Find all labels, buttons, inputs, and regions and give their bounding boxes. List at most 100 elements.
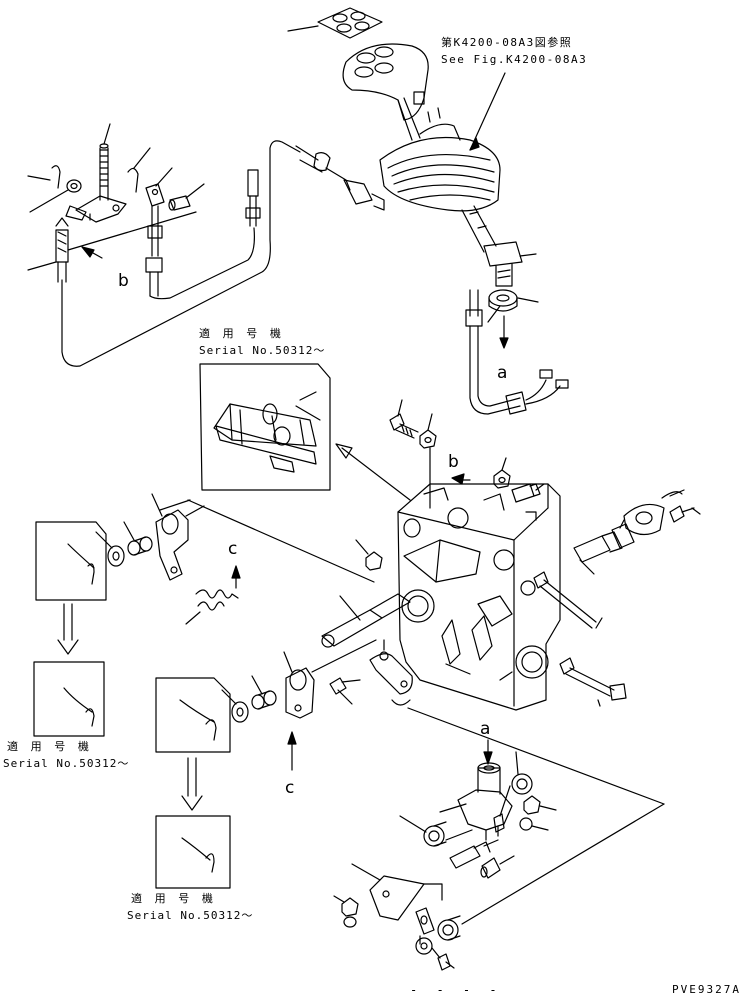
leader-line xyxy=(427,413,433,431)
yoke-rod-part xyxy=(145,183,165,297)
cable-part xyxy=(61,140,385,367)
washer-part xyxy=(519,817,533,831)
arrow-head xyxy=(231,565,241,579)
nut-part xyxy=(419,429,437,449)
leader-line xyxy=(399,815,427,833)
sensor-part xyxy=(623,489,685,536)
leader-line xyxy=(351,863,381,881)
bolt-part xyxy=(389,413,419,439)
arrow-line xyxy=(391,699,411,706)
figure-reference-jp: 第K4200-08A3図参照 xyxy=(441,36,573,49)
washer-part xyxy=(107,545,125,567)
serial-label-jp: 適 用 号 機 xyxy=(131,892,216,905)
leader-line xyxy=(431,947,441,959)
leader-line xyxy=(397,399,403,417)
bushing-part xyxy=(423,821,447,847)
nut-part xyxy=(341,897,359,928)
arrow-line xyxy=(341,447,411,501)
leader-line xyxy=(517,297,539,303)
arrow-head xyxy=(499,337,509,349)
leader-line xyxy=(355,539,369,555)
leader-line xyxy=(499,855,515,865)
lever-arm-part xyxy=(285,667,315,719)
cam-part xyxy=(369,639,413,695)
leader-line xyxy=(251,675,263,695)
arrow-head xyxy=(335,443,353,459)
leader-line xyxy=(407,707,665,805)
step-arrow xyxy=(57,603,79,655)
harness-part xyxy=(465,289,569,415)
washer-part xyxy=(66,179,82,193)
leader-line xyxy=(311,639,377,673)
leader-line xyxy=(185,183,205,199)
leader-line xyxy=(333,895,345,903)
serial-label-jp: 適 用 号 機 xyxy=(199,327,284,340)
link-bracket-part xyxy=(369,875,443,921)
leader-line xyxy=(579,559,595,575)
bottom-dash-mark: - - - - xyxy=(410,983,503,997)
bolt-part xyxy=(511,483,541,503)
callout-b: b xyxy=(118,271,129,291)
bolt-part xyxy=(449,841,491,869)
serial-label-en: Serial No.50312～ xyxy=(199,344,326,357)
leader-line xyxy=(515,751,519,775)
leader-line xyxy=(483,839,499,847)
serial-label-en: Serial No.50312～ xyxy=(127,909,254,922)
arrow-head xyxy=(451,473,465,485)
rod-end-part xyxy=(245,169,261,227)
bolt-part xyxy=(437,953,455,971)
nut-part xyxy=(488,289,518,312)
leader-line xyxy=(27,261,57,271)
washer-part xyxy=(231,701,249,723)
leader-line xyxy=(287,25,319,32)
nut-part xyxy=(523,795,541,815)
callout-a: a xyxy=(497,363,508,383)
leader-line xyxy=(151,493,163,517)
bolt-part xyxy=(559,657,627,701)
leader-line xyxy=(597,699,601,707)
leader-line xyxy=(123,521,135,541)
pin-part xyxy=(493,813,505,833)
nut-part xyxy=(493,469,511,489)
serial-label-en: Serial No.50312～ xyxy=(3,757,130,770)
bushing-part xyxy=(437,915,461,941)
arrow-head xyxy=(287,731,297,745)
bolt-rod-part xyxy=(99,143,109,201)
knob-cap-part xyxy=(317,7,383,39)
adjuster-rod-part xyxy=(55,217,69,283)
arrow-head xyxy=(469,137,480,151)
leader-line xyxy=(187,499,375,583)
lever-knob-part xyxy=(342,43,429,141)
bushing-part xyxy=(611,523,635,549)
pin-part xyxy=(480,857,501,879)
leader-line xyxy=(155,167,173,187)
cable-part xyxy=(149,227,255,300)
leader-line xyxy=(461,803,665,925)
detail-panel xyxy=(35,521,107,601)
leader-line xyxy=(619,519,625,529)
leader-line xyxy=(535,483,545,491)
arrow-head xyxy=(81,246,95,258)
bolt-part xyxy=(329,677,361,695)
bracket-part xyxy=(65,195,127,223)
bolt-part xyxy=(573,531,623,563)
leader-line xyxy=(469,72,506,151)
detail-panel xyxy=(33,661,105,737)
nut-part xyxy=(365,551,383,571)
leader-line xyxy=(337,689,353,705)
leader-line xyxy=(185,505,205,517)
leader-line xyxy=(531,825,549,831)
drawing-code: PVE9327A xyxy=(672,983,741,996)
washer-part xyxy=(415,937,433,955)
leader-line xyxy=(103,123,111,145)
leader-line xyxy=(595,617,603,629)
leader-line xyxy=(27,175,51,181)
detail-box xyxy=(199,363,331,491)
callout-a: a xyxy=(480,719,491,739)
lever-boot-part xyxy=(379,107,501,212)
bolt-part xyxy=(533,571,597,629)
spool-part xyxy=(321,593,411,648)
leader-line xyxy=(185,611,201,625)
